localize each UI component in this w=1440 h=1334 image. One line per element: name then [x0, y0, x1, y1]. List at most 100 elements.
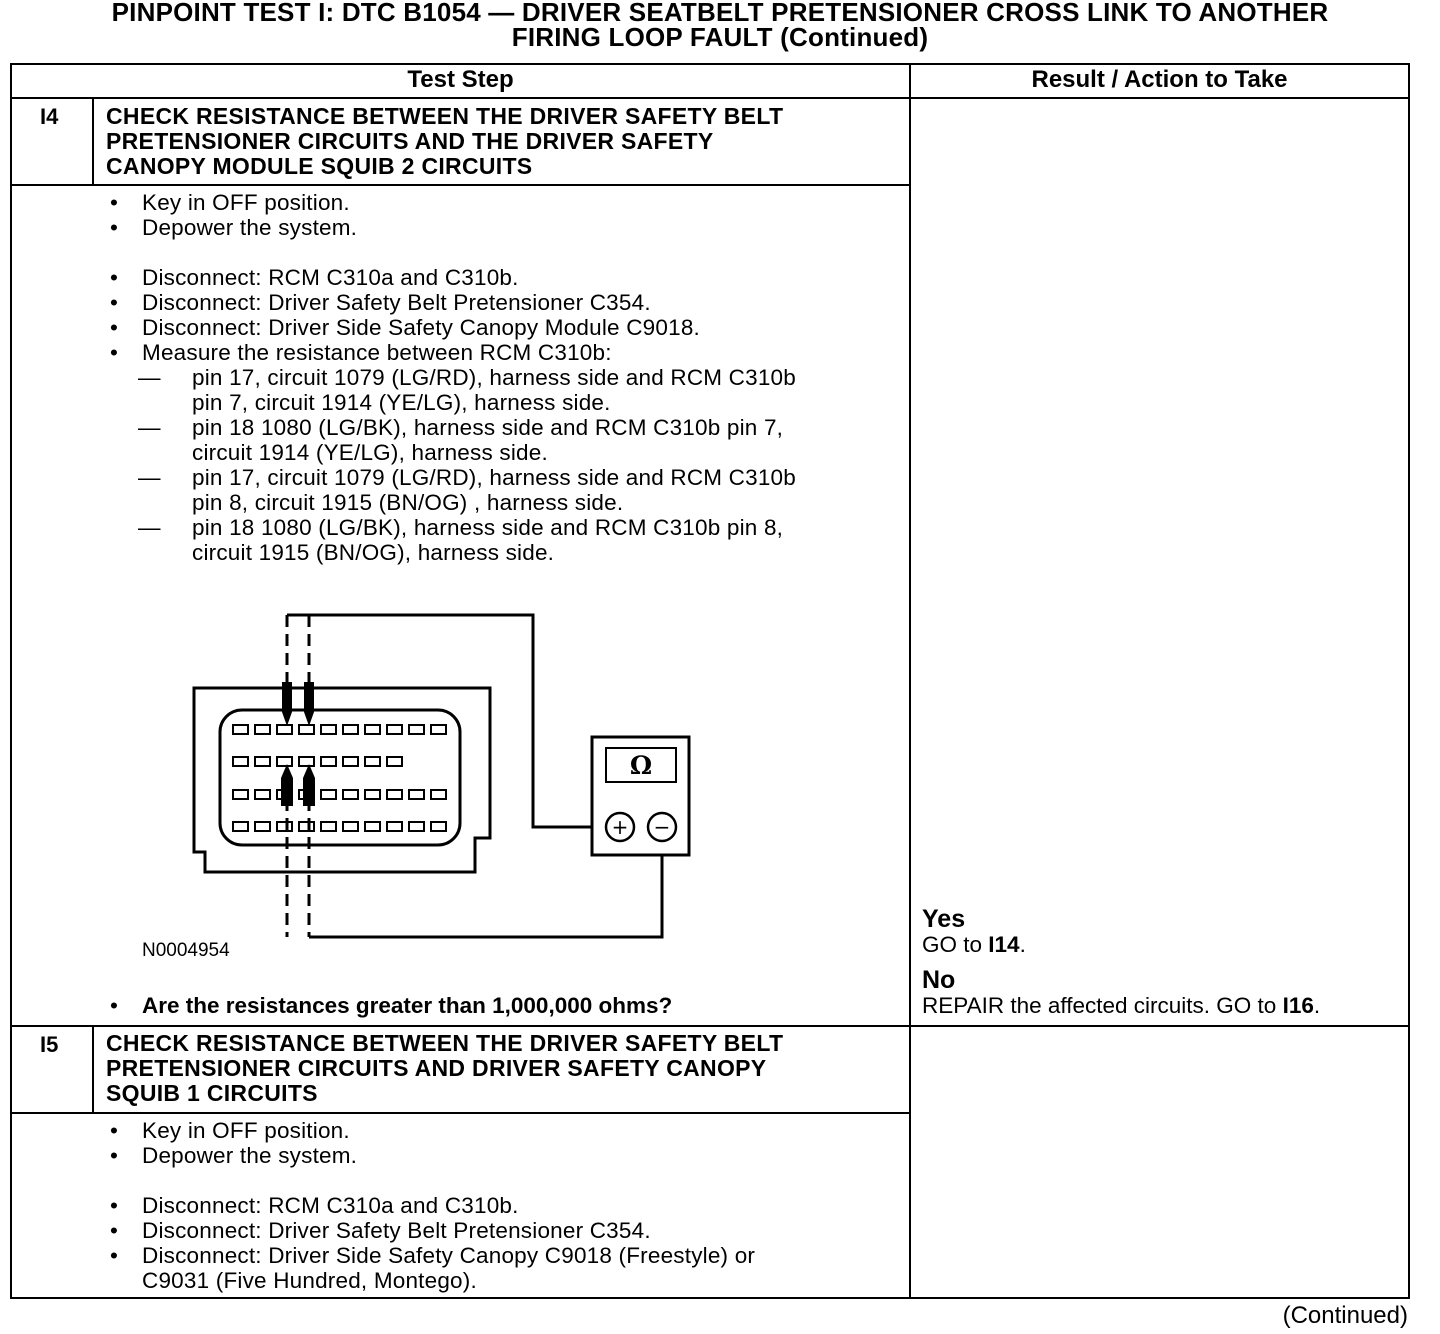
test-lead-positive	[309, 613, 604, 829]
result-yes-label: Yes	[922, 905, 966, 933]
pin-cavity	[364, 756, 381, 767]
step-i5-id-divider	[92, 1025, 94, 1113]
step-i5-title-line: PRETENSIONER CIRCUITS AND DRIVER SAFETY …	[106, 1055, 767, 1081]
pin-cavity	[342, 789, 359, 800]
pin-cavity	[430, 821, 447, 832]
pin-cavity	[386, 724, 403, 735]
list-item: •Disconnect: RCM C310a and C310b.	[104, 1193, 894, 1218]
list-item: •Disconnect: Driver Safety Belt Pretensi…	[104, 1218, 894, 1243]
bullet: •	[109, 1243, 119, 1268]
step-i5-title-line: SQUIB 1 CIRCUITS	[106, 1080, 318, 1106]
bullet: •	[109, 290, 119, 315]
step-i4-title-line: CHECK RESISTANCE BETWEEN THE DRIVER SAFE…	[106, 103, 784, 129]
pin-cavity	[298, 724, 315, 735]
result-no: No REPAIR the affected circuits. GO to I…	[922, 966, 1321, 1019]
bullet: •	[109, 1118, 119, 1143]
page-title: PINPOINT TEST I: DTC B1054 — DRIVER SEAT…	[10, 0, 1430, 50]
sub-list-item: —pin 17, circuit 1079 (LG/RD), harness s…	[138, 465, 796, 490]
pin-cavity	[276, 724, 293, 735]
header-test-step: Test Step	[407, 66, 514, 93]
test-lead-negative	[309, 841, 664, 939]
ohmmeter-negative-terminal	[646, 811, 678, 843]
pin-cavity	[232, 821, 249, 832]
step-i4-title: CHECK RESISTANCE BETWEEN THE DRIVER SAFE…	[106, 104, 783, 179]
step-i4-id: I4	[40, 104, 59, 129]
result-yes-action: GO to I14.	[922, 932, 1026, 957]
sub-list-item: —pin 18 1080 (LG/BK), harness side and R…	[138, 515, 784, 540]
plus-sign: +	[612, 815, 629, 839]
list-item: •Key in OFF position.	[104, 1118, 894, 1143]
pin-cavity	[320, 756, 337, 767]
header-result-action: Result / Action to Take	[1031, 66, 1288, 93]
pin-cavity	[386, 756, 403, 767]
pin-cavity	[320, 821, 337, 832]
list-item: •Disconnect: Driver Safety Belt Pretensi…	[104, 290, 894, 315]
sub-list-item-continued: pin 7, circuit 1914 (YE/LG), harness sid…	[192, 390, 611, 415]
bullet: •	[109, 1218, 119, 1243]
pin-cavity	[430, 789, 447, 800]
pin-cavity	[408, 821, 425, 832]
step-divider	[10, 1025, 1410, 1027]
pin-cavity	[254, 756, 271, 767]
pin-cavity	[254, 789, 271, 800]
sub-list-item-continued: circuit 1915 (BN/OG), harness side.	[192, 540, 555, 565]
list-item: •Depower the system.	[104, 1143, 894, 1168]
page-title-line-1: PINPOINT TEST I: DTC B1054 — DRIVER SEAT…	[111, 0, 1329, 27]
step-i4-title-line: PRETENSIONER CIRCUITS AND THE DRIVER SAF…	[106, 128, 714, 154]
bullet: •	[109, 1143, 119, 1168]
pin-cavity	[386, 789, 403, 800]
probe-tip	[282, 682, 292, 726]
connector-face	[218, 708, 462, 847]
bullet: •	[109, 190, 119, 215]
dash: —	[138, 415, 161, 440]
pin-cavity	[364, 789, 381, 800]
bullet: •	[109, 215, 119, 240]
pin-cavity	[364, 821, 381, 832]
pin-cavity	[232, 724, 249, 735]
step-i5-title-divider	[10, 1112, 910, 1114]
list-item: •Disconnect: Driver Side Safety Canopy M…	[104, 315, 894, 340]
bullet: •	[109, 340, 119, 365]
pin-cavity	[320, 724, 337, 735]
step-i4-id-divider	[92, 97, 94, 185]
probe-tip	[281, 764, 293, 806]
pin-cavity	[430, 724, 447, 735]
probe-tip	[303, 764, 315, 806]
goto-i16-link[interactable]: I16	[1282, 993, 1314, 1018]
list-item: •Key in OFF position.	[104, 190, 894, 215]
probe-tip	[304, 682, 314, 726]
sub-list-item: —pin 17, circuit 1079 (LG/RD), harness s…	[138, 365, 796, 390]
sub-list-item-continued: circuit 1914 (YE/LG), harness side.	[192, 440, 548, 465]
pin-cavity	[408, 724, 425, 735]
figure-id: N0004954	[142, 940, 230, 961]
bullet: •	[109, 265, 119, 290]
pinpoint-table	[10, 63, 1410, 1299]
dash: —	[138, 365, 161, 390]
pin-cavity	[298, 756, 315, 767]
pin-cavity	[408, 789, 425, 800]
step-i4-title-line: CANOPY MODULE SQUIB 2 CIRCUITS	[106, 153, 533, 179]
list-item: •Disconnect: RCM C310a and C310b.	[104, 265, 894, 290]
step-i5-title: CHECK RESISTANCE BETWEEN THE DRIVER SAFE…	[106, 1031, 783, 1106]
connector-pins	[232, 724, 447, 832]
ohm-symbol: Ω	[630, 751, 652, 780]
pin-cavity	[320, 789, 337, 800]
list-item: •Disconnect: Driver Side Safety Canopy C…	[104, 1243, 894, 1268]
pin-cavity	[254, 724, 271, 735]
bullet: •	[110, 993, 118, 1018]
result-no-action: REPAIR the affected circuits. GO to I16.	[922, 993, 1321, 1018]
column-divider	[909, 63, 911, 1299]
goto-i14-link[interactable]: I14	[988, 932, 1020, 957]
pin-cavity	[342, 756, 359, 767]
step-i5-title-line: CHECK RESISTANCE BETWEEN THE DRIVER SAFE…	[106, 1030, 784, 1056]
sub-list-item: —pin 18 1080 (LG/BK), harness side and R…	[138, 415, 784, 440]
result-yes: Yes GO to I14.	[922, 905, 1026, 958]
pin-cavity	[254, 821, 271, 832]
result-no-label: No	[922, 966, 956, 994]
pin-cavity	[342, 821, 359, 832]
pin-cavity	[232, 756, 249, 767]
continued-label: (Continued)	[1282, 1302, 1408, 1329]
bullet: •	[109, 315, 119, 340]
bullet: •	[109, 1193, 119, 1218]
